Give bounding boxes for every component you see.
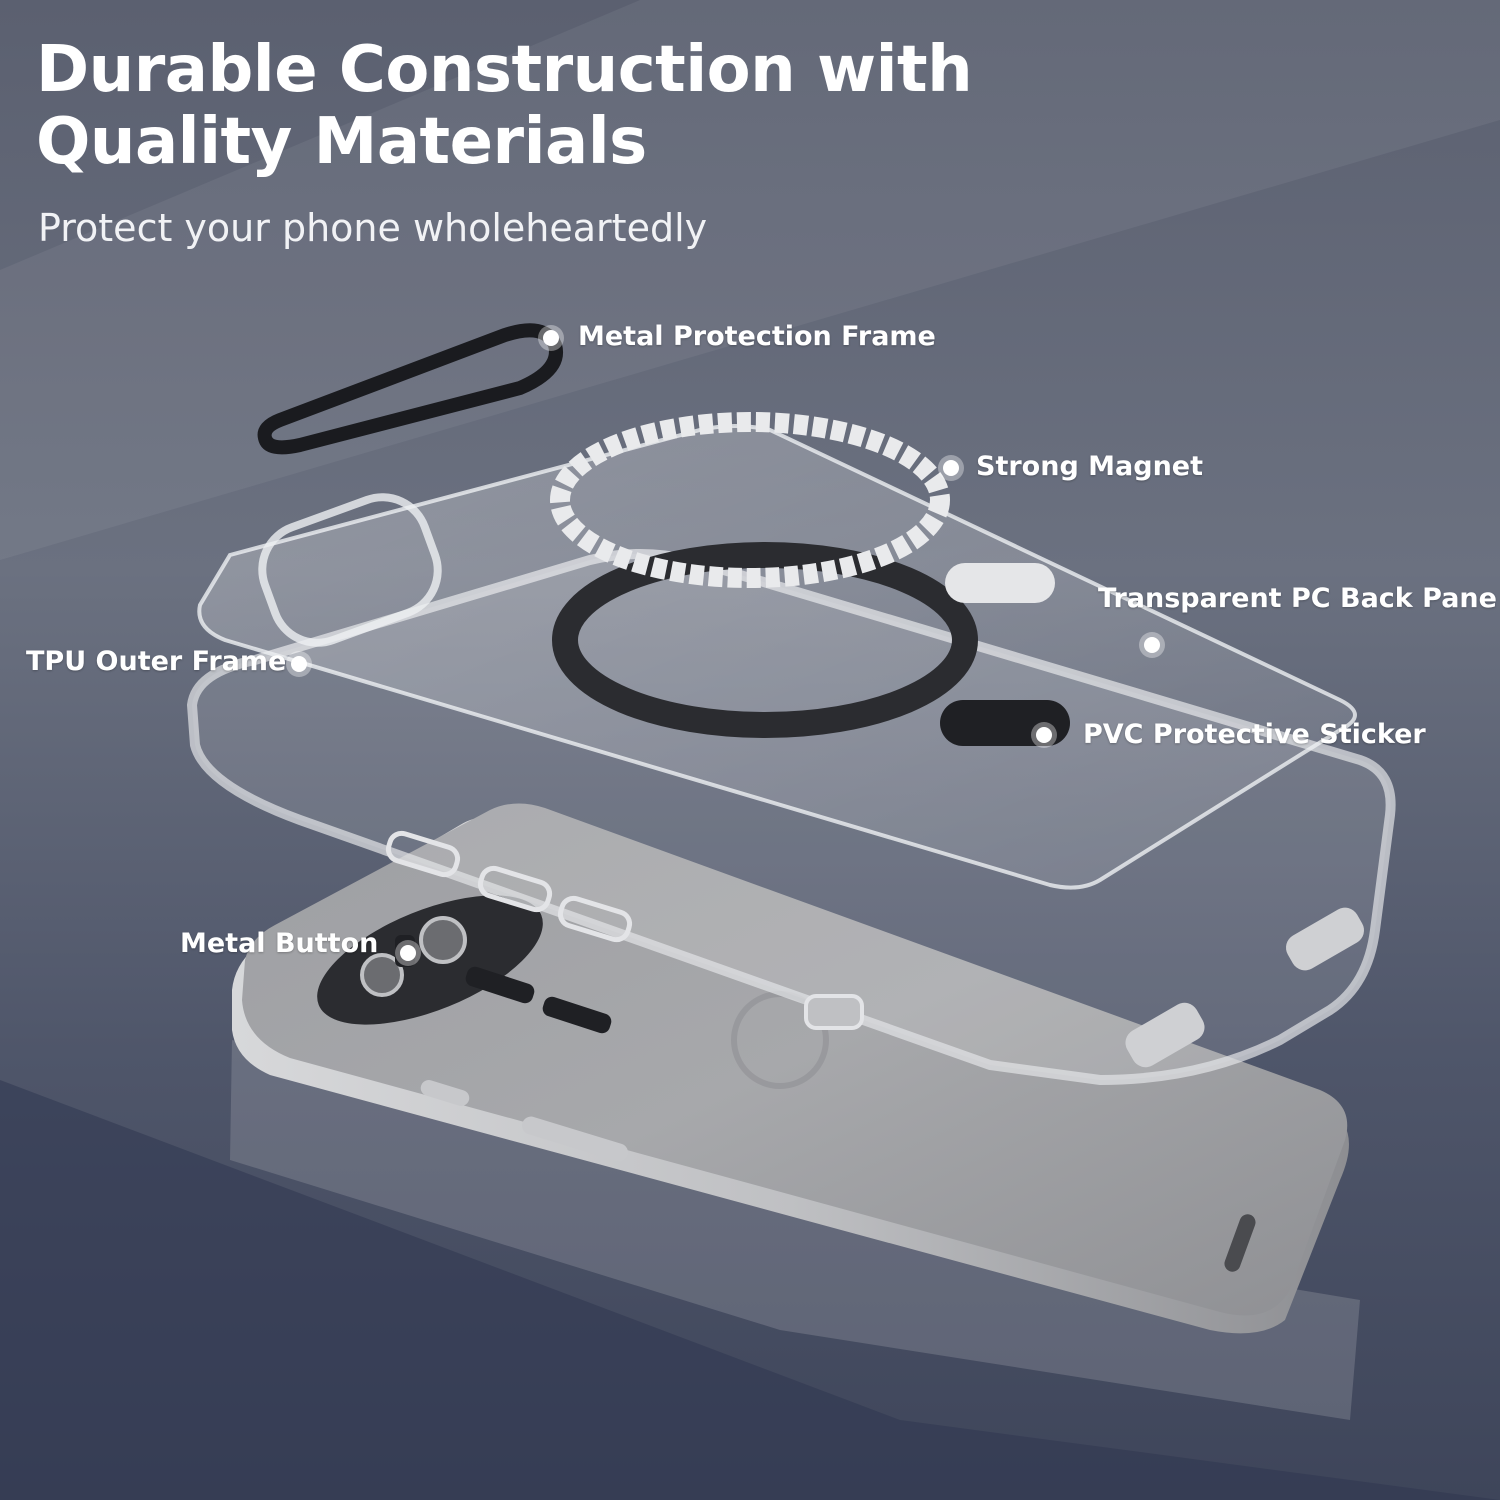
subheadline: Protect your phone wholeheartedly bbox=[38, 206, 708, 250]
callout-dot-magnet bbox=[943, 460, 959, 476]
callout-strong-magnet: Strong Magnet bbox=[976, 451, 1204, 482]
callout-transparent-back-pane: Transparent PC Back Pane bbox=[1098, 583, 1497, 614]
magnet-ring bbox=[550, 412, 1055, 603]
callout-dot-metal-frame bbox=[543, 330, 559, 346]
callout-tpu-outer-frame: TPU Outer Frame bbox=[26, 646, 287, 677]
callout-dot-tpu-frame bbox=[291, 656, 307, 672]
table-surface bbox=[0, 1080, 1500, 1500]
headline: Durable Construction with Quality Materi… bbox=[36, 33, 973, 179]
callout-dot-metal-button bbox=[400, 945, 416, 961]
callout-dot-pvc-sticker bbox=[1036, 727, 1052, 743]
callout-dot-back-pane bbox=[1144, 637, 1160, 653]
callout-metal-button: Metal Button bbox=[180, 928, 379, 959]
callout-metal-protection-frame: Metal Protection Frame bbox=[578, 321, 936, 352]
callout-pvc-protective-sticker: PVC Protective Sticker bbox=[1083, 719, 1426, 750]
